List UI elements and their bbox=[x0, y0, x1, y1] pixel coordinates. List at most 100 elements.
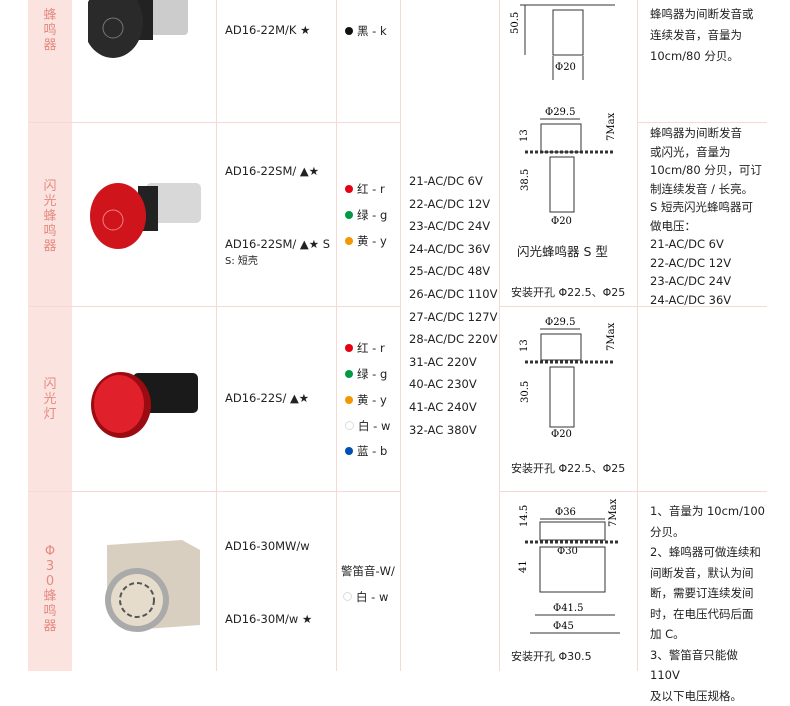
divider bbox=[499, 0, 500, 671]
color-dot-icon bbox=[345, 447, 353, 455]
description-line: 22-AC/DC 12V bbox=[650, 254, 770, 273]
description-line: 或闪光，音量为 bbox=[650, 143, 770, 162]
svg-text:Φ41.5: Φ41.5 bbox=[553, 603, 583, 614]
dimension-drawing-2: Φ29.5 13 38.5 7Max Φ20 bbox=[505, 102, 635, 232]
voltage-option: 40-AC 230V bbox=[409, 377, 477, 391]
voltage-option: 22-AC/DC 12V bbox=[409, 197, 490, 211]
color-option: 白 - w bbox=[343, 589, 388, 605]
category-cell: Φ30蜂鸣器 bbox=[28, 492, 72, 671]
svg-text:30.5: 30.5 bbox=[520, 381, 531, 403]
svg-text:13: 13 bbox=[519, 129, 530, 142]
color-dot-icon bbox=[345, 370, 353, 378]
color-label: 绿 - g bbox=[357, 367, 387, 381]
svg-text:Φ29.5: Φ29.5 bbox=[545, 317, 575, 328]
divider bbox=[28, 122, 400, 123]
color-label: 黄 - y bbox=[357, 234, 387, 248]
svg-text:7Max: 7Max bbox=[606, 112, 617, 141]
color-label: 红 - r bbox=[357, 182, 385, 196]
divider bbox=[28, 306, 400, 307]
voltage-option: 21-AC/DC 6V bbox=[409, 174, 483, 188]
svg-text:14.5: 14.5 bbox=[519, 505, 530, 527]
voltage-option: 41-AC 240V bbox=[409, 400, 477, 414]
svg-text:50.5: 50.5 bbox=[510, 12, 521, 34]
color-option: 红 - r bbox=[345, 181, 385, 197]
color-dot-icon bbox=[345, 396, 353, 404]
mounting-hole-caption: 安装开孔 Φ30.5 bbox=[511, 648, 592, 664]
description-line: 蜂鸣器为间断发音或 bbox=[650, 4, 770, 25]
mounting-hole-caption: 安装开孔 Φ22.5、Φ25 bbox=[511, 460, 625, 476]
color-label: 黄 - y bbox=[357, 393, 387, 407]
divider bbox=[400, 0, 401, 671]
svg-text:7Max: 7Max bbox=[606, 322, 617, 351]
category-cell: 蜂鸣器 bbox=[28, 0, 72, 122]
color-label: 红 - r bbox=[357, 341, 385, 355]
svg-text:Φ45: Φ45 bbox=[553, 621, 574, 632]
svg-text:7Max: 7Max bbox=[608, 498, 619, 527]
model-number: AD16-22SM/ ▲★ bbox=[225, 164, 319, 178]
color-option: 黑 - k bbox=[345, 23, 387, 39]
color-dot-icon bbox=[345, 237, 353, 245]
description-line: 断，需要订连续发间 bbox=[650, 583, 770, 604]
color-dot-icon bbox=[345, 27, 353, 35]
voltage-option: 25-AC/DC 48V bbox=[409, 264, 490, 278]
color-option: 红 - r bbox=[345, 340, 385, 356]
category-label: Φ30蜂鸣器 bbox=[42, 544, 58, 634]
flash-buzzer-red-image bbox=[88, 178, 208, 253]
svg-text:Φ20: Φ20 bbox=[555, 62, 576, 73]
category-label: 闪光灯 bbox=[42, 377, 58, 422]
siren-tone-label: 警笛音-W/ bbox=[341, 563, 395, 579]
voltage-option: 26-AC/DC 110V bbox=[409, 287, 497, 301]
category-cell: 闪光蜂鸣器 bbox=[28, 123, 72, 306]
description-line: 24-AC/DC 36V bbox=[650, 291, 770, 310]
color-label: 白 - w bbox=[356, 590, 388, 604]
description-line: 10cm/80 分贝。 bbox=[650, 46, 770, 67]
category-label: 蜂鸣器 bbox=[42, 8, 58, 53]
model-number: AD16-22S/ ▲★ bbox=[225, 391, 309, 405]
color-label: 蓝 - b bbox=[357, 444, 387, 458]
color-label: 黑 - k bbox=[357, 24, 387, 38]
svg-text:Φ30: Φ30 bbox=[557, 546, 578, 557]
mounting-hole-caption: 安装开孔 Φ22.5、Φ25 bbox=[511, 284, 625, 300]
color-option: 黄 - y bbox=[345, 233, 387, 249]
divider bbox=[637, 0, 638, 671]
voltage-option: 31-AC 220V bbox=[409, 355, 477, 369]
svg-text:Φ36: Φ36 bbox=[555, 507, 576, 518]
description-line: 21-AC/DC 6V bbox=[650, 235, 770, 254]
svg-text:13: 13 bbox=[519, 339, 530, 352]
description-line: 分贝。 bbox=[650, 522, 770, 543]
divider bbox=[336, 0, 337, 671]
svg-text:41: 41 bbox=[518, 560, 529, 573]
model-number: AD16-30M/w ★ bbox=[225, 612, 312, 626]
description-line: 时，在电压代码后面 bbox=[650, 604, 770, 625]
description-line: 1、音量为 10cm/100 bbox=[650, 501, 770, 522]
description-line: 连续发音，音量为 bbox=[650, 25, 770, 46]
buzzer-30-image bbox=[92, 530, 207, 640]
description-line: S 短壳闪光蜂鸣器可 bbox=[650, 198, 770, 217]
color-option: 黄 - y bbox=[345, 392, 387, 408]
color-dot-icon bbox=[345, 185, 353, 193]
model-note: S: 短壳 bbox=[225, 252, 258, 267]
voltage-option: 28-AC/DC 220V bbox=[409, 332, 497, 346]
svg-text:Φ20: Φ20 bbox=[551, 429, 572, 440]
dimension-drawing-3: Φ29.5 13 30.5 7Max Φ20 bbox=[505, 312, 635, 447]
color-label: 绿 - g bbox=[357, 208, 387, 222]
color-dot-icon bbox=[345, 211, 353, 219]
flash-light-red-image bbox=[88, 368, 203, 443]
model-number: AD16-22M/K ★ bbox=[225, 23, 310, 37]
divider bbox=[216, 0, 217, 671]
voltage-option: 32-AC 380V bbox=[409, 423, 477, 437]
model-number: AD16-30MW/w bbox=[225, 539, 310, 553]
divider bbox=[28, 491, 400, 492]
color-option: 白 - w bbox=[345, 418, 390, 434]
voltage-option: 27-AC/DC 127V bbox=[409, 310, 497, 324]
voltage-option: 23-AC/DC 24V bbox=[409, 219, 490, 233]
divider bbox=[499, 491, 767, 492]
buzzer-black-image bbox=[88, 0, 208, 60]
color-dot-icon bbox=[345, 344, 353, 352]
description-line: 间断发音，默认为间 bbox=[650, 563, 770, 584]
svg-text:Φ20: Φ20 bbox=[551, 216, 572, 227]
drawing-title: 闪光蜂鸣器 S 型 bbox=[517, 241, 608, 260]
color-option: 绿 - g bbox=[345, 366, 387, 382]
